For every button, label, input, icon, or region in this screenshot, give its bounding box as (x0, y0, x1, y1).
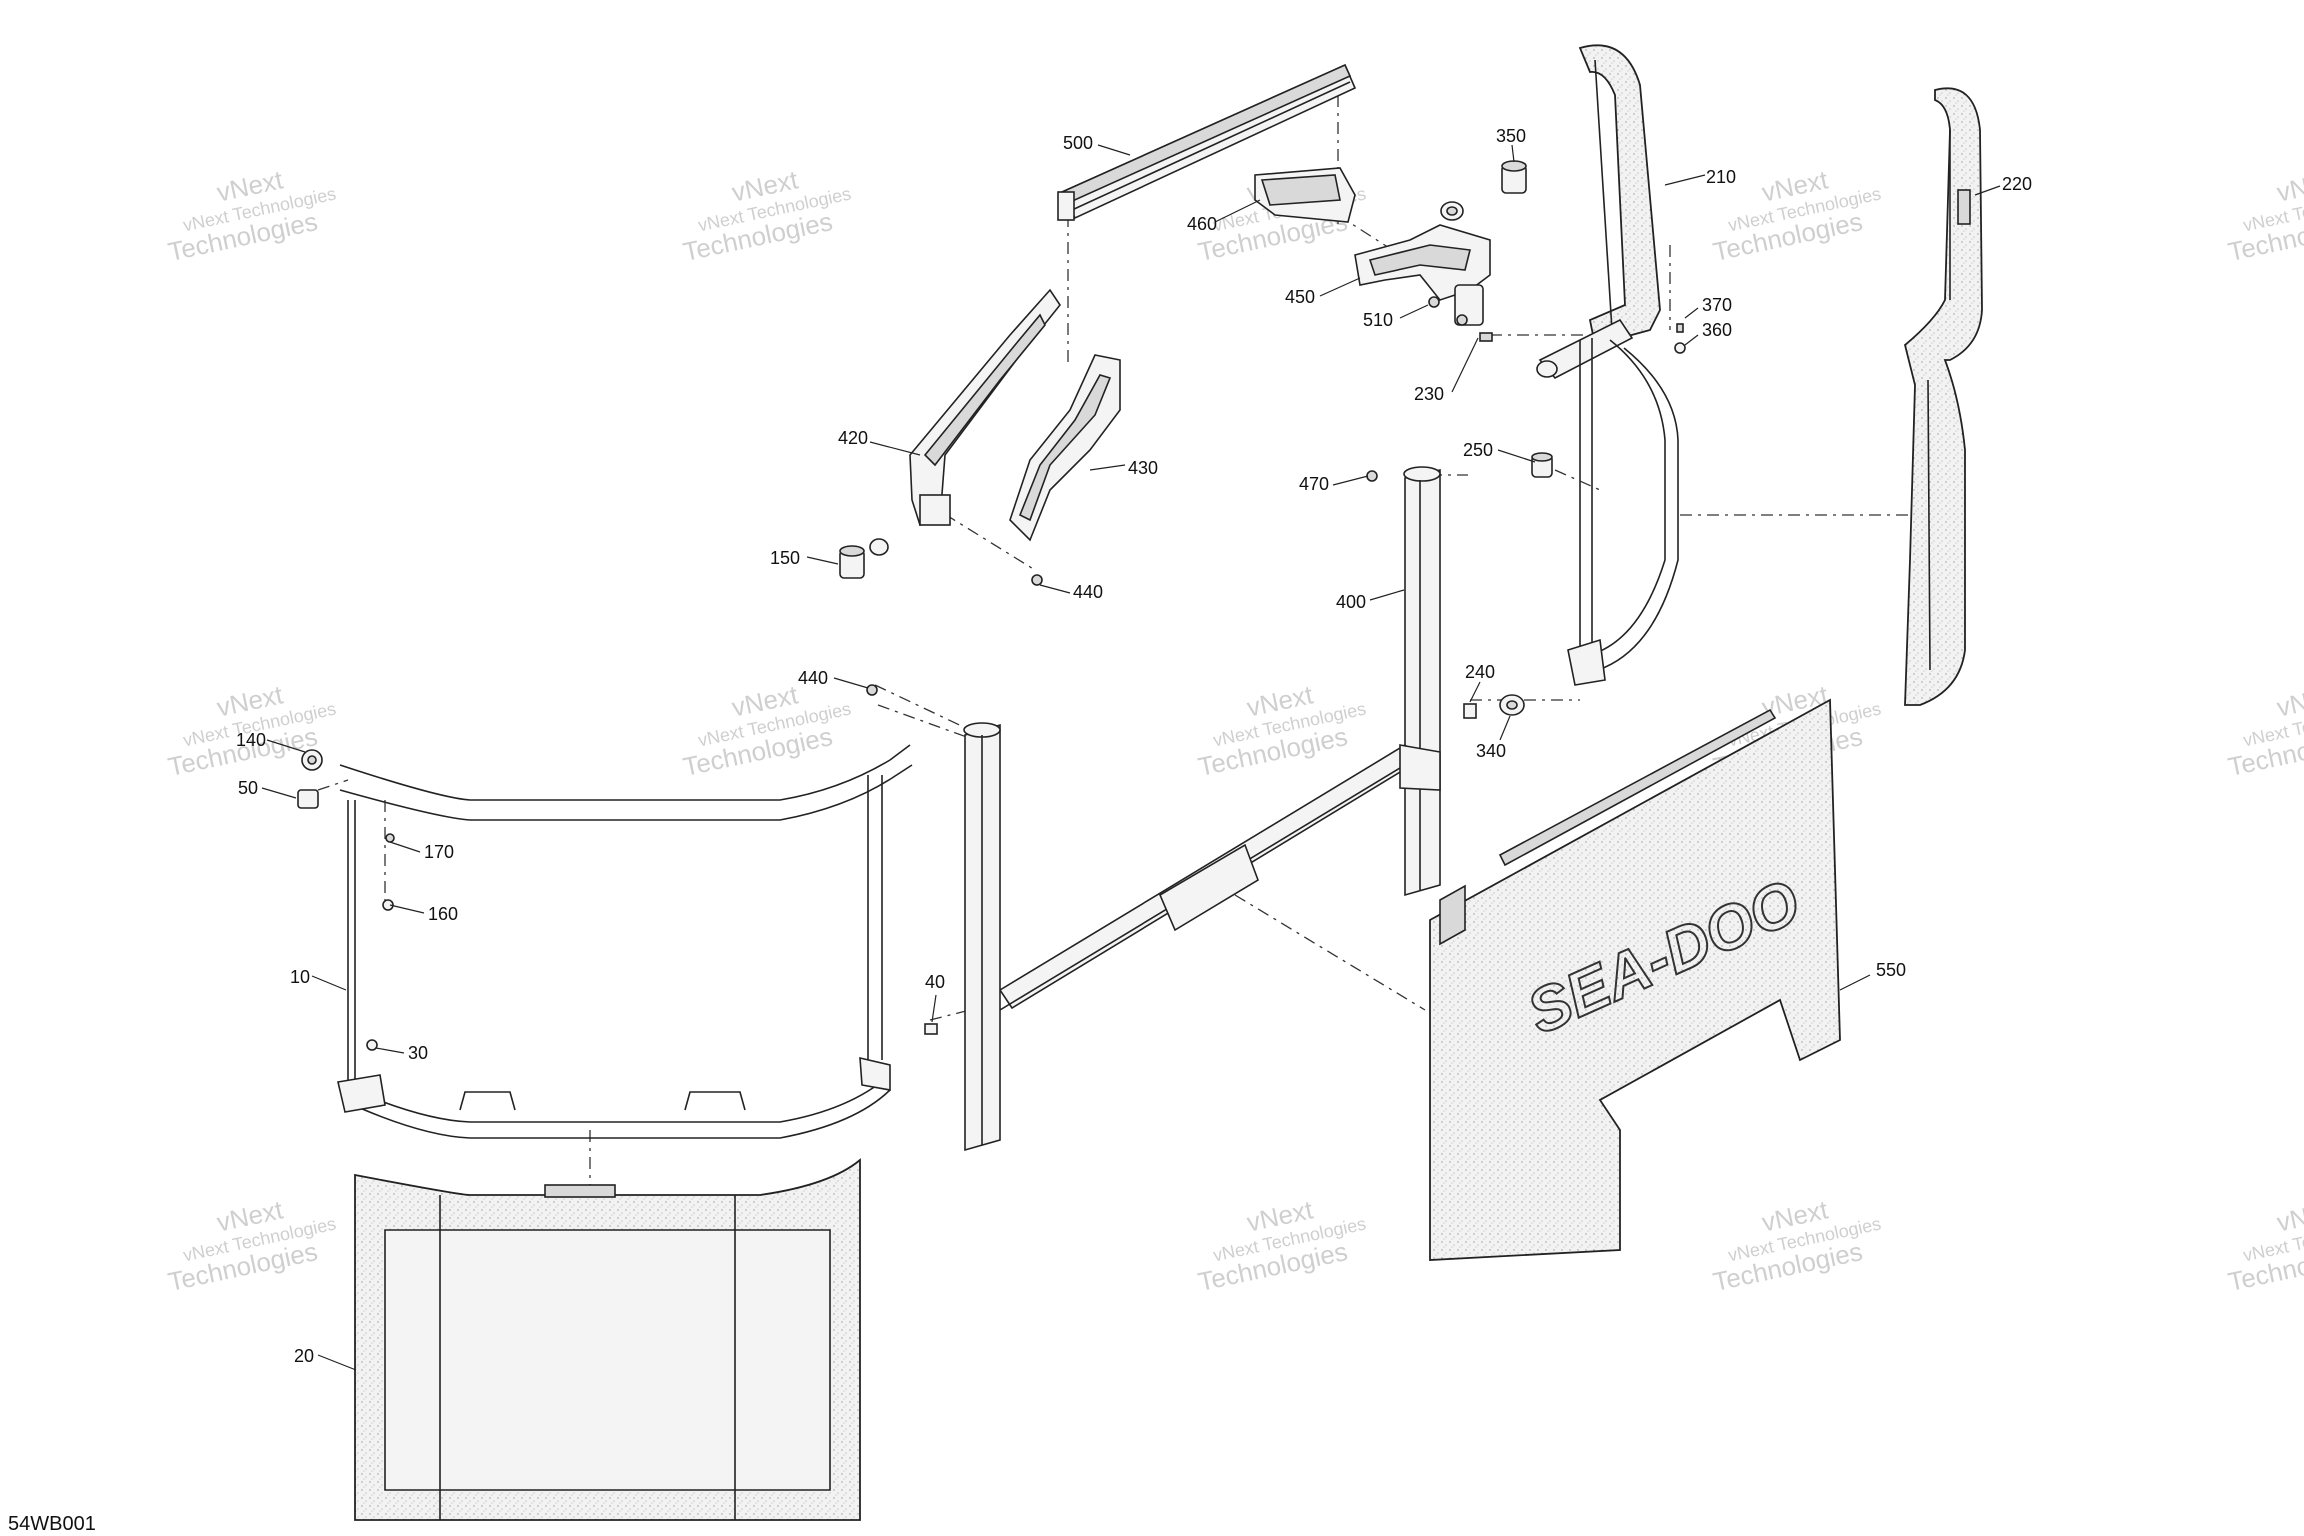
callout-20: 20 (294, 1346, 314, 1366)
callout-250: 250 (1463, 440, 1493, 460)
part-460-bracket (1254, 167, 1356, 223)
callout-30: 30 (408, 1043, 428, 1063)
drawing-code: 54WB001 (8, 1513, 96, 1535)
callout-leaders (261, 144, 2001, 1371)
part-20-panel (354, 1158, 861, 1521)
part-400-upright (1403, 466, 1441, 897)
frame-crossbar (998, 743, 1441, 1011)
callout-420: 420 (838, 428, 868, 448)
part-350-cap (1501, 160, 1527, 194)
callout-160: 160 (428, 904, 458, 924)
part-10-frame (337, 744, 913, 1139)
callout-460: 460 (1187, 214, 1217, 234)
callout-220: 220 (2002, 174, 2032, 194)
callout-370: 370 (1702, 295, 1732, 315)
watermark: vNext vNext Technologies Technologies (2225, 164, 2304, 267)
part-450-bracket (1354, 224, 1491, 326)
callout-170: 170 (424, 842, 454, 862)
part-170-pin (385, 833, 395, 843)
part-360-washer (1674, 342, 1686, 354)
part-220-frame (1903, 87, 1983, 706)
callout-340: 340 (1476, 741, 1506, 761)
watermark: vNext vNext Technologies Technologies (2225, 679, 2304, 782)
callout-230: 230 (1414, 384, 1444, 404)
part-550-side-panel: SEA-DOO (1429, 698, 1841, 1261)
svg-text:vNext: vNext (2274, 164, 2304, 207)
grommet (1440, 201, 1464, 221)
callout-140: 140 (236, 730, 266, 750)
callout-450: 450 (1285, 287, 1315, 307)
callout-10: 10 (290, 967, 310, 987)
callout-240: 240 (1465, 662, 1495, 682)
part-370-screw (1676, 323, 1684, 333)
part-160-washer (382, 899, 394, 911)
part-440-screw (1031, 574, 1043, 586)
callout-470: 470 (1299, 474, 1329, 494)
watermark: vNext vNext Technologies Technologies (680, 164, 852, 267)
callout-350: 350 (1496, 126, 1526, 146)
part-430-pad (1009, 354, 1121, 542)
svg-text:vNext: vNext (2274, 679, 2304, 722)
part-230-pin (1479, 332, 1493, 342)
watermark: vNext vNext Technologies Technologies (165, 164, 337, 267)
watermark: vNext vNext Technologies Technologies (165, 1194, 337, 1297)
watermark-layer: vNext vNext Technologies Technologies vN… (165, 164, 2304, 1297)
part-510-screw (1428, 296, 1440, 308)
part-440-screw (866, 684, 878, 696)
callout-360: 360 (1702, 320, 1732, 340)
part-150-cap (839, 538, 889, 579)
part-240-pin (1463, 703, 1477, 719)
part-420-bracket-arm (909, 288, 1061, 526)
part-30-washer (366, 1039, 378, 1051)
part-140-cap (301, 749, 323, 771)
callout-430: 430 (1128, 458, 1158, 478)
callout-500: 500 (1063, 133, 1093, 153)
watermark: vNext vNext Technologies Technologies (1195, 1194, 1367, 1297)
callout-550: 550 (1876, 960, 1906, 980)
watermark: vNext vNext Technologies Technologies (680, 679, 852, 782)
watermark: vNext vNext Technologies Technologies (1195, 679, 1367, 782)
callout-40: 40 (925, 972, 945, 992)
svg-text:vNext: vNext (2274, 1194, 2304, 1237)
callout-400: 400 (1336, 592, 1366, 612)
part-470-screw (1366, 470, 1378, 482)
callout-labels: 500 350 210 220 460 450 510 370 360 230 … (236, 126, 2032, 1366)
watermark: vNext vNext Technologies Technologies (1710, 1194, 1882, 1297)
screw (1456, 314, 1468, 326)
watermark: vNext vNext Technologies Technologies (2225, 1194, 2304, 1297)
callout-440: 440 (798, 668, 828, 688)
callout-150: 150 (770, 548, 800, 568)
callout-440: 440 (1073, 582, 1103, 602)
callout-210: 210 (1706, 167, 1736, 187)
part-210-frame (1536, 44, 1679, 686)
part-250-bushing (1531, 452, 1553, 478)
part-50-bushing (297, 789, 319, 809)
callout-510: 510 (1363, 310, 1393, 330)
frame-left-post (963, 722, 1001, 1152)
part-40-pin (924, 1023, 938, 1035)
callout-50: 50 (238, 778, 258, 798)
part-500-rail (1057, 63, 1357, 221)
part-340-grommet (1499, 694, 1525, 716)
